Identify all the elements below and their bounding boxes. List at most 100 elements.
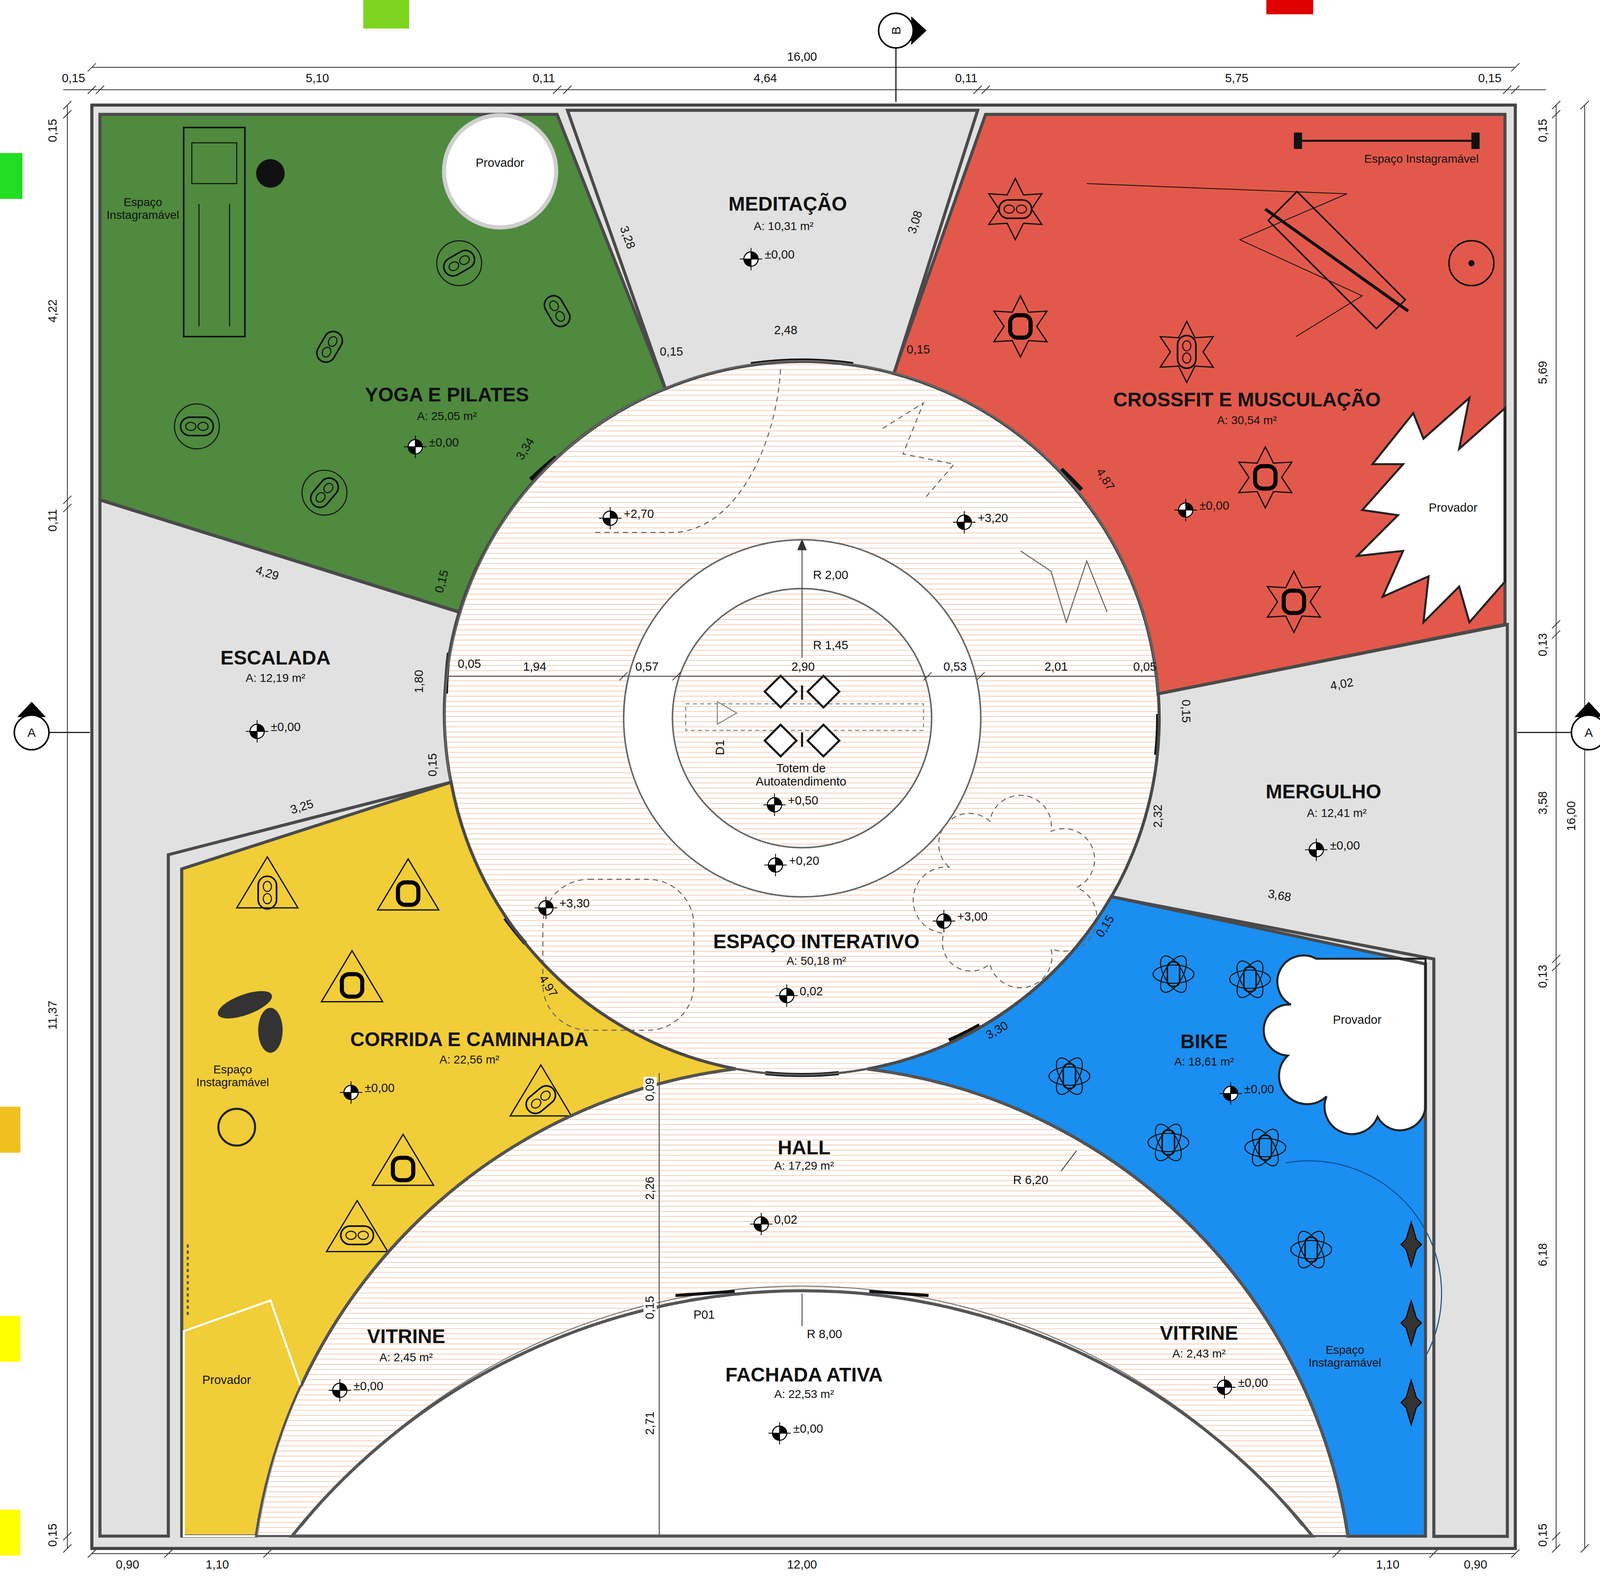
fitting-room: Provador xyxy=(1287,953,1426,1121)
dimension: 3,34 xyxy=(513,435,538,463)
plan-graphic xyxy=(1263,955,1426,1135)
plan-graphic xyxy=(1293,132,1303,150)
plan-graphic xyxy=(739,247,763,271)
section-marker: A xyxy=(27,725,36,740)
zone-outline xyxy=(99,114,666,613)
plan-graphic xyxy=(14,714,50,750)
level-mark: +3,30 xyxy=(559,897,590,911)
plan-graphic xyxy=(306,474,342,511)
plan-graphic xyxy=(1400,1222,1422,1268)
dimension: 3,30 xyxy=(983,1018,1011,1043)
dimension: 5,75 xyxy=(1224,71,1249,86)
level-mark: +3,00 xyxy=(957,910,988,924)
zone-wall xyxy=(567,110,978,389)
plan-graphic xyxy=(372,1134,434,1186)
plan-graphic xyxy=(377,859,439,910)
plan-graphic xyxy=(1296,139,1480,142)
dimension: 0,53 xyxy=(943,660,967,674)
plan-graphic xyxy=(87,63,1520,94)
dimension: 0,15 xyxy=(1179,699,1193,723)
plan-graphic xyxy=(598,507,622,530)
plan-graphic xyxy=(510,1065,572,1116)
dimension: R 1,45 xyxy=(812,638,848,653)
plan-graphic xyxy=(1086,183,1363,337)
zone-outline xyxy=(867,896,1429,1537)
dimension: 0,15 xyxy=(643,1294,657,1321)
dimension: 2,32 xyxy=(1151,804,1165,828)
dimension: 0,15 xyxy=(1536,1523,1550,1547)
dimension: 4,02 xyxy=(1329,676,1355,694)
level-mark: ±0,00 xyxy=(1329,839,1360,853)
zone-name: CROSSFIT E MUSCULAÇÃO xyxy=(1113,389,1381,411)
zone-wall xyxy=(1263,955,1426,1135)
zone-name: YOGA E PILATES xyxy=(364,383,529,406)
plan-graphic xyxy=(183,127,245,337)
dimension: 4,64 xyxy=(753,71,777,86)
zone-area: A: 12,41 m² xyxy=(1306,806,1367,820)
dimension: 1,10 xyxy=(205,1558,229,1572)
area-note: Espaço Instagramável xyxy=(1291,1343,1399,1370)
level-mark: ±0,00 xyxy=(1199,499,1230,513)
plan-graphic xyxy=(392,1157,414,1180)
plan-graphic xyxy=(91,104,1516,1549)
plan-graphic xyxy=(878,13,914,48)
plan-graphic xyxy=(685,703,924,731)
zone-wall xyxy=(893,114,1506,694)
plan-graphic xyxy=(932,909,955,933)
level-mark: 0,02 xyxy=(773,1213,798,1227)
zone-name: ESCALADA xyxy=(220,647,331,670)
plan-graphic xyxy=(1238,446,1292,509)
plan-graphic xyxy=(1285,1160,1442,1357)
dimension: 5,69 xyxy=(1536,360,1550,384)
plan-graphic xyxy=(1010,315,1031,338)
plan-graphic xyxy=(764,724,797,757)
plan-graphic xyxy=(763,793,786,817)
plan-graphic xyxy=(191,142,237,184)
plan-graphic xyxy=(66,104,68,1549)
dimension: 2,01 xyxy=(1044,660,1068,674)
zone-area: A: 2,43 m² xyxy=(1172,1347,1226,1361)
dimension: 16,00 xyxy=(1564,801,1579,832)
plan-graphic xyxy=(658,1072,660,1536)
dimension: 0,15 xyxy=(1478,71,1502,86)
plan-graphic xyxy=(1049,1054,1090,1099)
level-mark: ±0,00 xyxy=(364,1081,395,1095)
plan-graphic xyxy=(764,675,797,708)
totem xyxy=(685,675,924,757)
zone-area: A: 10,31 m² xyxy=(753,220,814,233)
dimension: 3,68 xyxy=(1267,887,1293,905)
zone-outline xyxy=(291,1290,1313,1536)
plan-graphic xyxy=(258,1007,283,1053)
plan-graphic xyxy=(953,510,976,534)
dimension: 2,71 xyxy=(643,1411,657,1435)
plan-graphic xyxy=(291,1291,1313,1537)
plan-graphic xyxy=(1290,1227,1332,1273)
plan-graphic xyxy=(913,795,1097,988)
plan-graphic xyxy=(0,1509,21,1556)
plan-graphic xyxy=(448,676,1156,677)
zone-name: Provador xyxy=(1428,501,1478,515)
plan-graphic xyxy=(1468,260,1475,267)
zone-wall xyxy=(181,782,736,1536)
room-zone: YOGA E PILATESA: 25,05 m²Provador xyxy=(99,114,666,613)
fitting-rooms xyxy=(443,115,1506,1135)
dimension: 12,00 xyxy=(787,1558,818,1572)
dimension: 0,15 xyxy=(46,1523,60,1547)
plan-graphic xyxy=(301,1286,1302,1527)
plan-graphic xyxy=(993,295,1047,357)
plan-graphic xyxy=(1400,1380,1422,1426)
plan-graphic xyxy=(339,1081,363,1104)
dimension: 2,26 xyxy=(643,1176,657,1200)
building xyxy=(91,104,1516,1549)
plan-graphic xyxy=(403,435,427,459)
plan-graphic xyxy=(326,1200,388,1252)
dimension: 0,05 xyxy=(457,657,481,671)
level-mark: +0,50 xyxy=(788,794,819,808)
dimension: 0,15 xyxy=(426,753,440,777)
dimension: 5,10 xyxy=(305,71,329,86)
plan-graphic xyxy=(1555,104,1557,1549)
plan-graphic xyxy=(443,115,557,228)
dimension: 4,87 xyxy=(1093,465,1117,493)
